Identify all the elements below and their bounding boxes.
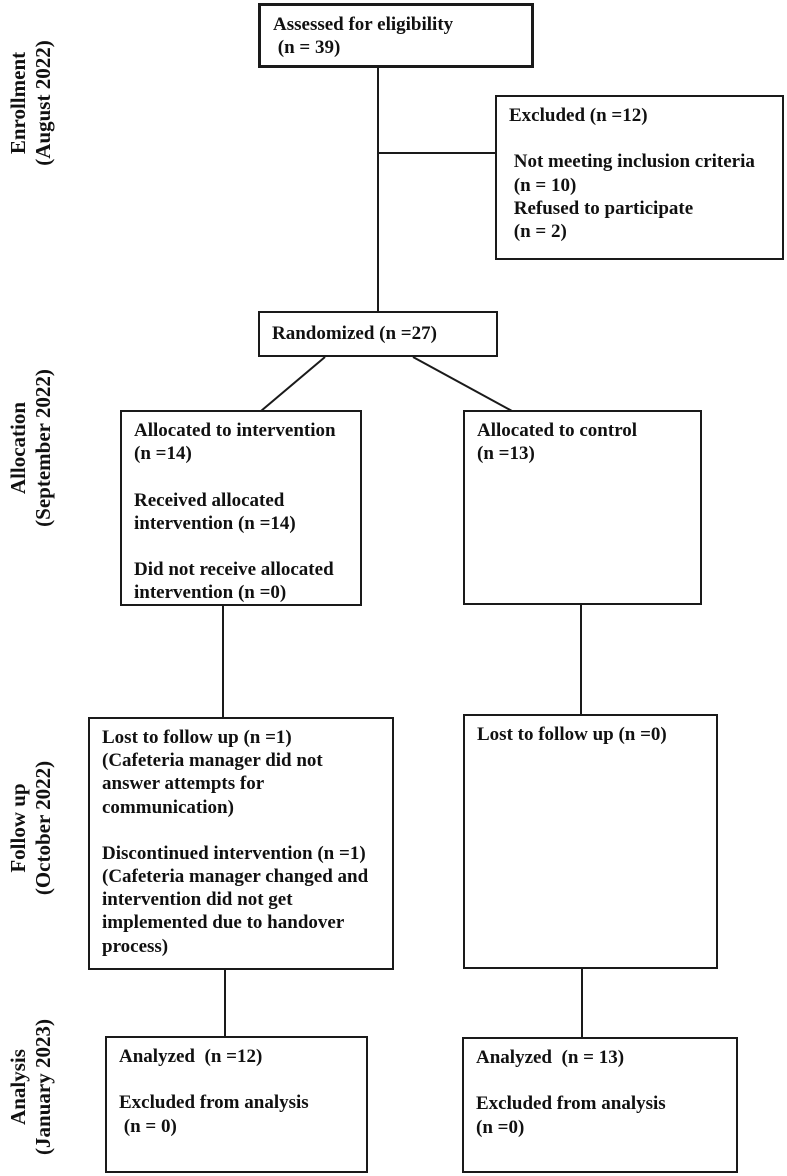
connector-randomized-control [412,356,513,412]
randomized-box: Randomized (n =27) [258,311,498,357]
excluded-box: Excluded (n =12) Not meeting inclusion c… [495,95,784,260]
stage-label-analysis: Analysis (January 2023) [6,1019,55,1155]
allocation-control-box: Allocated to control (n =13) [463,410,702,605]
assessed-eligibility-box: Assessed for eligibility (n = 39) [258,3,534,68]
stage-label-allocation: Allocation (September 2022) [6,369,55,527]
connector-randomized-intervention [260,356,326,412]
analysis-intervention-box: Analyzed (n =12) Excluded from analysis … [105,1036,368,1173]
stage-label-followup: Follow up (October 2022) [6,760,55,896]
stage-label-enrollment: Enrollment (August 2022) [6,40,55,166]
allocation-intervention-box: Allocated to intervention (n =14) Receiv… [120,410,362,606]
followup-control-box: Lost to follow up (n =0) [463,714,718,969]
followup-intervention-box: Lost to follow up (n =1) (Cafeteria mana… [88,717,394,970]
analysis-control-box: Analyzed (n = 13) Excluded from analysis… [462,1037,738,1173]
